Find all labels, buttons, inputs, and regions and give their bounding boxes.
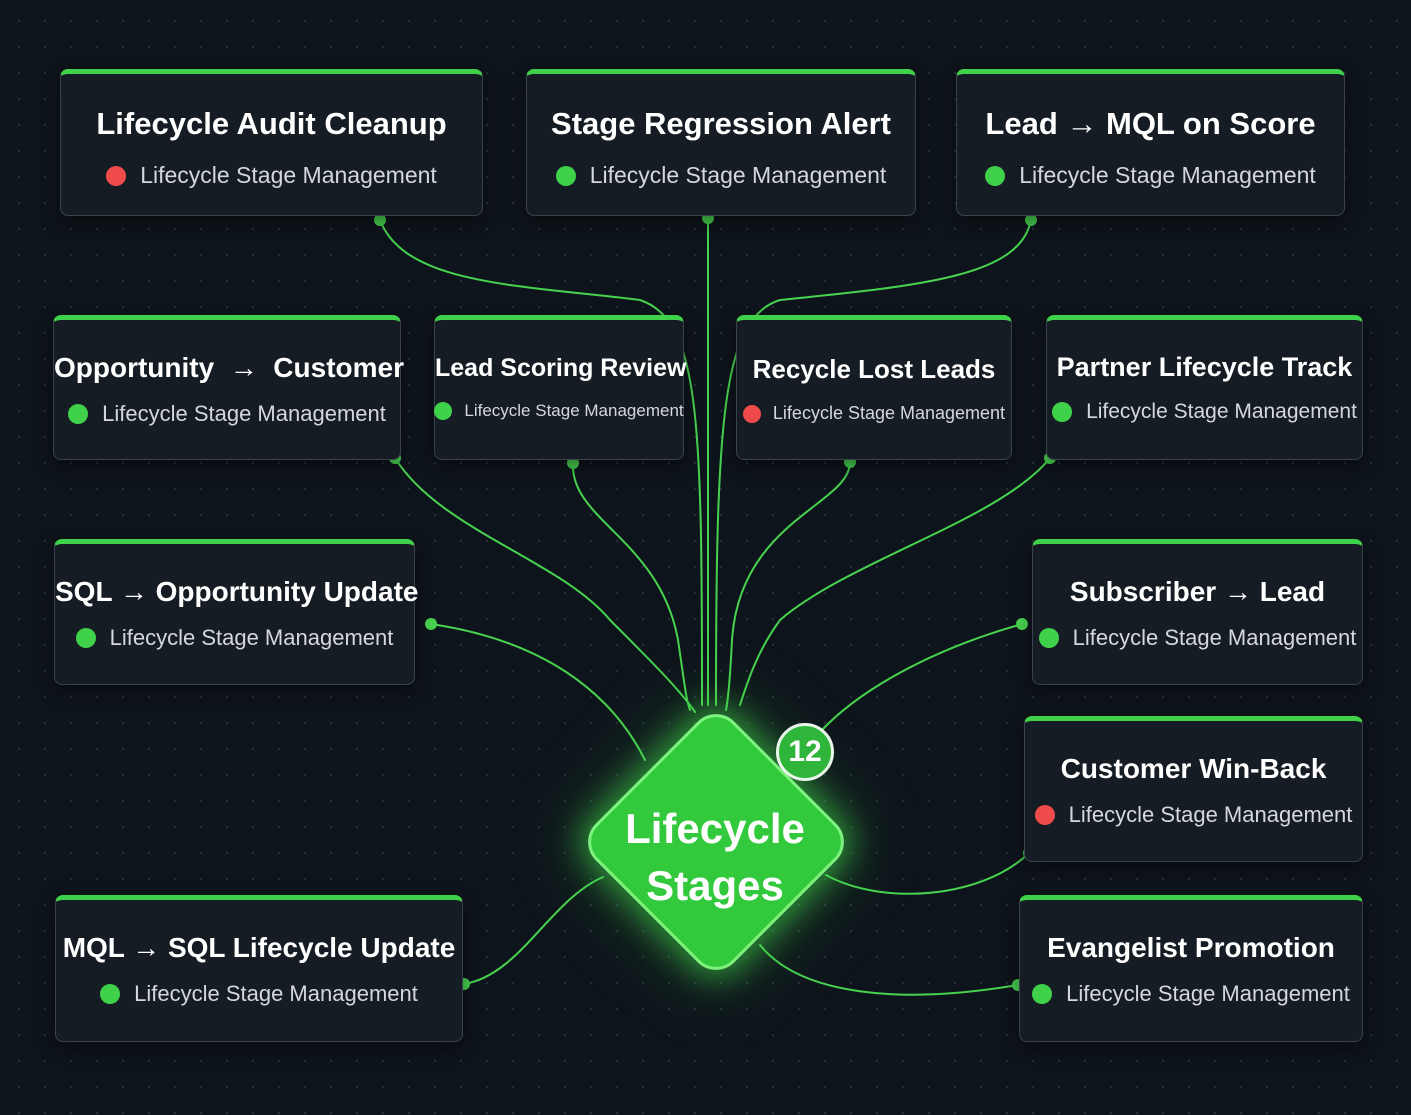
node-subtitle: Lifecycle Stage Management [140,162,437,188]
node-title: Partner Lifecycle Track [1056,352,1353,382]
node-subtitle: Lifecycle Stage Management [134,981,418,1006]
connector-audit-cleanup [379,219,703,706]
node-subtitle: Lifecycle Stage Management [1068,802,1353,827]
node-customer-win-back[interactable]: Customer Win-Back Lifecycle Stage Manage… [1024,716,1363,862]
node-title: Stage Regression Alert [551,106,891,141]
node-subtitle-row: Lifecycle Stage Management [56,981,462,1007]
connector-sql-opportunity [430,623,646,761]
node-subtitle: Lifecycle Stage Management [464,401,684,420]
node-title: Recycle Lost Leads [752,354,996,384]
status-dot-green-icon [1052,402,1073,422]
node-subtitle-row: Lifecycle Stage Management [1020,981,1362,1007]
node-subtitle: Lifecycle Stage Management [1086,400,1357,423]
node-subtitle-row: Lifecycle Stage Management [1025,802,1362,828]
port-subscriber-lead [1016,618,1028,630]
port-lead-mql [1025,214,1037,226]
hub-label-line-1: Lifecycle [625,805,805,852]
node-subtitle: Lifecycle Stage Management [1019,162,1316,188]
status-dot-red-icon [742,404,761,423]
node-subtitle: Lifecycle Stage Management [589,162,887,188]
hub-count-badge: 12 [776,723,834,781]
port-lead-scoring [567,457,579,469]
node-subtitle-row: Lifecycle Stage Management [737,403,1011,424]
node-subtitle: Lifecycle Stage Management [102,401,386,426]
node-title: Evangelist Promotion [1047,932,1335,963]
node-subtitle: Lifecycle Stage Management [772,403,1006,423]
port-audit-cleanup [374,214,386,226]
node-partner-lifecycle-track[interactable]: Partner Lifecycle Track Lifecycle Stage … [1046,315,1363,460]
status-dot-green-icon [75,628,96,648]
node-subscriber-lead[interactable]: Subscriber → Lead Lifecycle Stage Manage… [1032,539,1363,685]
status-dot-green-icon [1032,984,1053,1004]
connector-lead-scoring [571,462,691,711]
connector-partner-track [739,457,1051,706]
node-mql-sql-lifecycle-update[interactable]: MQL → SQL Lifecycle Update Lifecycle Sta… [55,895,463,1042]
connector-mql-sql [463,876,604,985]
status-dot-green-icon [985,165,1006,186]
hub-label[interactable]: Lifecycle Stages [595,800,835,914]
node-title: Lead → MQL on Score [985,106,1316,141]
node-subtitle-row: Lifecycle Stage Management [957,162,1344,189]
connector-customer-winback [825,852,1030,895]
node-sql-opportunity-update[interactable]: SQL → Opportunity Update Lifecycle Stage… [54,539,419,685]
node-evangelist-promotion[interactable]: Evangelist Promotion Lifecycle Stage Man… [1019,895,1363,1042]
node-title: MQL → SQL Lifecycle Update [62,932,456,963]
connector-lead-mql [715,219,1032,706]
node-subtitle-row: Lifecycle Stage Management [54,401,400,427]
node-subtitle-row: Lifecycle Stage Management [61,162,482,189]
status-dot-green-icon [100,984,121,1004]
node-subtitle: Lifecycle Stage Management [109,625,394,650]
node-recycle-lost-leads[interactable]: Recycle Lost Leads Lifecycle Stage Manag… [736,315,1012,460]
connector-recycle-lost [725,461,851,711]
hub-label-line-2: Stages [646,862,784,909]
node-title: SQL → Opportunity Update [55,576,419,607]
status-dot-red-icon [106,165,127,186]
connector-subscriber-lead [821,623,1023,731]
node-subtitle-row: Lifecycle Stage Management [55,625,414,651]
status-dot-green-icon [555,165,576,186]
node-subtitle-row: Lifecycle Stage Management [1033,625,1362,651]
status-dot-green-icon [434,402,453,420]
node-title: Lifecycle Audit Cleanup [96,106,447,141]
node-subtitle-row: Lifecycle Stage Management [1047,400,1362,424]
node-subtitle-row: Lifecycle Stage Management [434,401,684,421]
node-lead-mql-on-score[interactable]: Lead → MQL on Score Lifecycle Stage Mana… [956,69,1345,216]
node-lead-scoring-review[interactable]: Lead Scoring Review Lifecycle Stage Mana… [434,315,687,460]
node-title: Opportunity → Customer [54,352,404,383]
node-title: Customer Win-Back [1060,753,1327,784]
node-title: Subscriber → Lead [1069,576,1326,607]
status-dot-red-icon [1034,805,1055,825]
node-stage-regression-alert[interactable]: Stage Regression Alert Lifecycle Stage M… [526,69,916,216]
node-subtitle: Lifecycle Stage Management [1072,625,1357,650]
node-subtitle-row: Lifecycle Stage Management [527,162,915,189]
node-lifecycle-audit-cleanup[interactable]: Lifecycle Audit Cleanup Lifecycle Stage … [60,69,483,216]
port-sql-opportunity [425,618,437,630]
status-dot-green-icon [68,404,89,424]
node-title: Lead Scoring Review [435,354,687,382]
connector-opportunity-customer [394,457,696,713]
status-dot-green-icon [1038,628,1059,648]
node-opportunity-customer[interactable]: Opportunity → Customer Lifecycle Stage M… [53,315,404,460]
connector-evangelist [759,944,1019,996]
node-subtitle: Lifecycle Stage Management [1066,981,1350,1006]
